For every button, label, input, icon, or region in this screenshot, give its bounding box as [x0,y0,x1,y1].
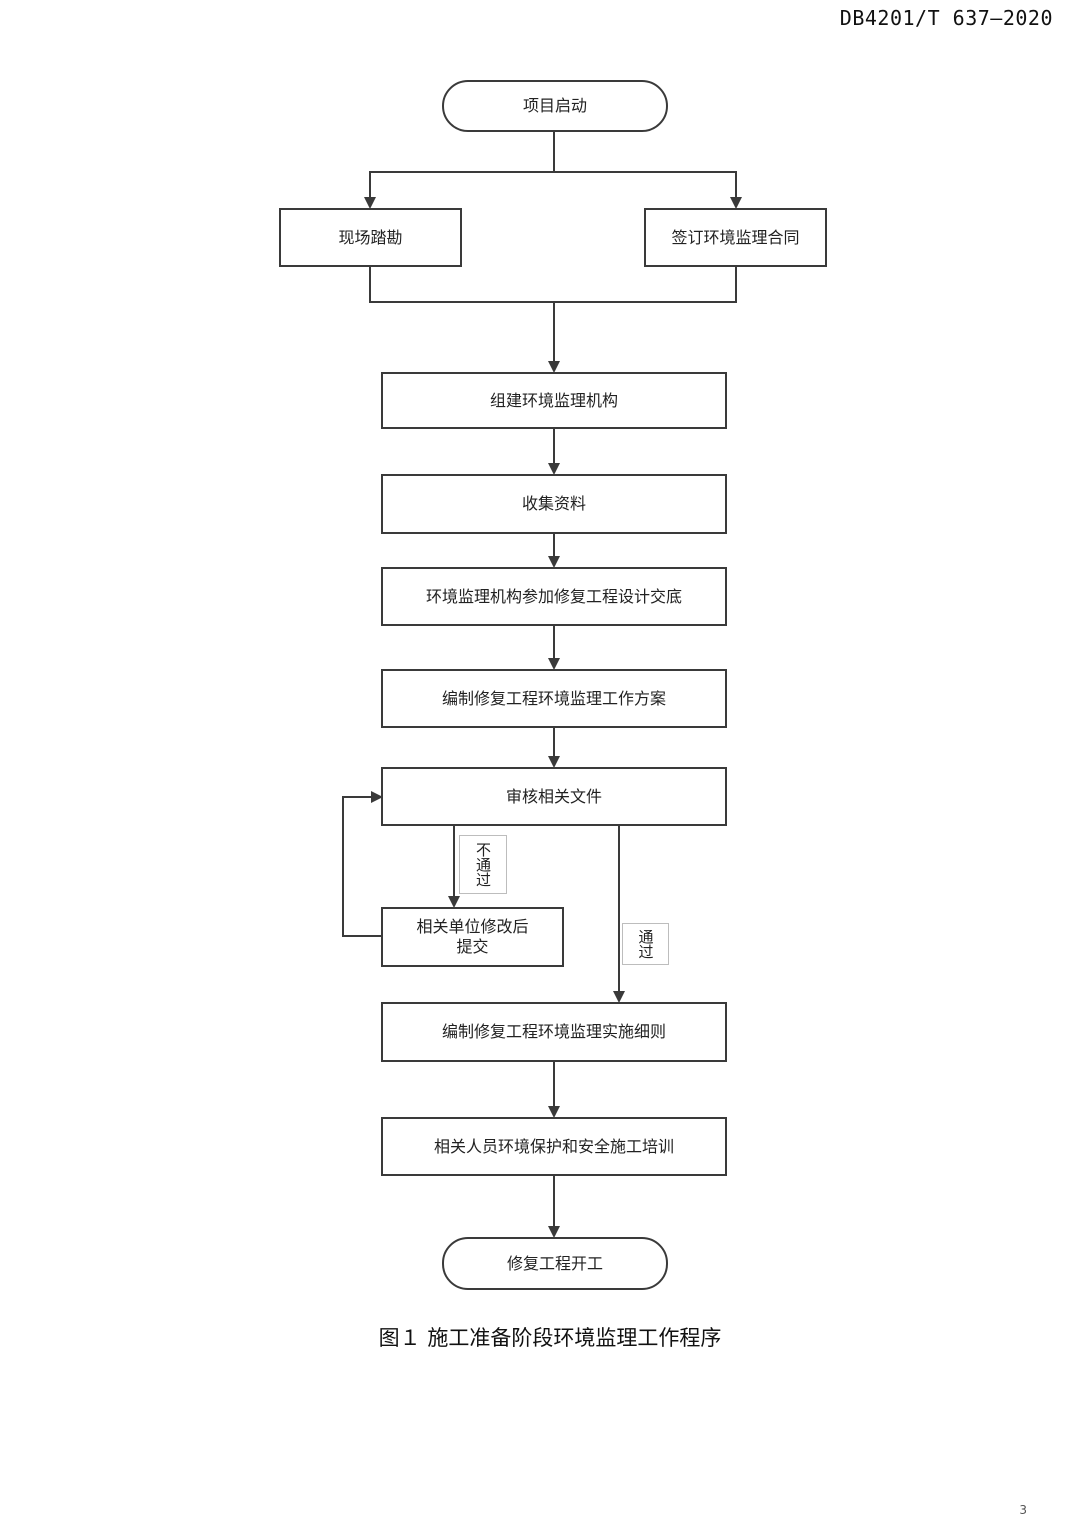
detailed-rules-node: 编制修复工程环境监理实施细则 [381,1002,727,1062]
document-code: DB4201/T 637—2020 [839,6,1053,30]
pass-edge-text: 通过 [636,929,655,959]
detailed-rules-label: 编制修复工程环境监理实施细则 [441,1022,666,1041]
training-label: 相关人员环境保护和安全施工培训 [433,1136,674,1156]
edge-merge-left [369,267,554,303]
revise-node: 相关单位修改后 提交 [381,907,564,967]
end-node-label: 修复工程开工 [506,1253,603,1273]
edge-revise-loop [342,791,383,937]
form-org-label: 组建环境监理机构 [489,390,618,410]
page-number: 3 [1019,1503,1027,1517]
site-survey-label: 现场踏勘 [338,227,403,247]
design-briefing-node: 环境监理机构参加修复工程设计交底 [381,567,727,626]
review-docs-node: 审核相关文件 [381,767,727,826]
end-node: 修复工程开工 [442,1237,668,1290]
revise-label-line2: 提交 [456,937,489,956]
collect-data-label: 收集资料 [521,494,586,513]
revise-label-line1: 相关单位修改后 [416,917,529,936]
start-node-label: 项目启动 [522,96,587,115]
sign-contract-label: 签订环境监理合同 [671,227,800,247]
form-org-node: 组建环境监理机构 [381,372,727,429]
fail-edge-text: 不通过 [474,842,492,887]
work-plan-label: 编制修复工程环境监理工作方案 [441,688,666,708]
edge-split-left [364,171,554,209]
fail-edge-label: 不通过 [459,835,507,894]
design-briefing-label: 环境监理机构参加修复工程设计交底 [425,586,682,606]
edge-merge-right [554,267,737,303]
collect-data-node: 收集资料 [381,474,727,534]
pass-edge-label: 通过 [622,923,669,965]
start-node: 项目启动 [442,80,668,132]
site-survey-node: 现场踏勘 [279,208,462,267]
training-node: 相关人员环境保护和安全施工培训 [381,1117,727,1176]
work-plan-node: 编制修复工程环境监理工作方案 [381,669,727,728]
review-docs-label: 审核相关文件 [505,786,602,806]
figure-caption: 图１ 施工准备阶段环境监理工作程序 [378,1326,722,1350]
edge-split-right [554,171,742,209]
sign-contract-node: 签订环境监理合同 [644,208,827,267]
